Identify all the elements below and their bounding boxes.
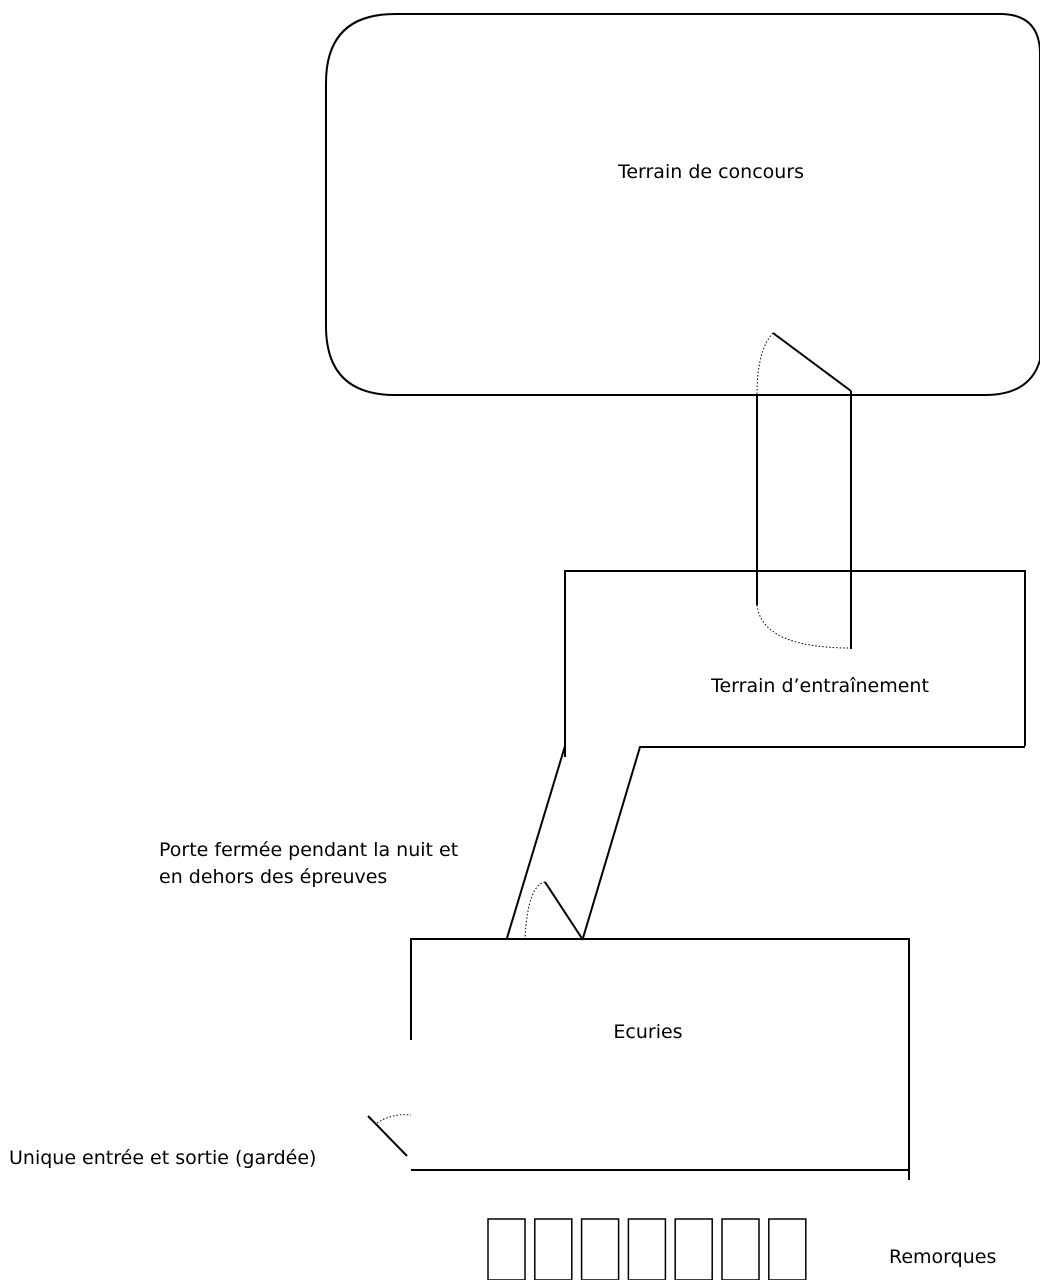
stables-gate [544, 881, 584, 941]
entrance-label: Unique entrée et sortie (gardée) [9, 1147, 316, 1169]
stables-building [410, 938, 910, 1180]
trailer-box [674, 1218, 713, 1280]
stables-label: Ecuries [613, 1021, 682, 1043]
stables-gate-swing [524, 881, 546, 939]
trailer-box [768, 1218, 807, 1280]
trailers-group [487, 1218, 807, 1280]
entrance-gate [367, 1115, 408, 1157]
trailer-box [487, 1218, 526, 1280]
training-ground-area [564, 570, 1026, 939]
entrance-gate-swing [376, 1114, 412, 1124]
trailer-box [534, 1218, 573, 1280]
show-ground-area [325, 13, 1040, 396]
trailer-box [721, 1218, 760, 1280]
passage-left-wall [506, 745, 566, 939]
gate-note-line1: Porte fermée pendant la nuit et [159, 839, 458, 861]
training-ground-label: Terrain d’entraînement [710, 675, 929, 697]
show-ground-label: Terrain de concours [617, 161, 804, 183]
trailer-box [580, 1218, 620, 1280]
training-gate-swing [756, 604, 852, 649]
gate-note-line2: en dehors des épreuves [159, 866, 387, 888]
show-ground-gate [772, 332, 852, 392]
show-ground-gate-swing [756, 332, 774, 396]
trailer-box [627, 1218, 667, 1280]
trailers-label: Remorques [889, 1246, 996, 1268]
